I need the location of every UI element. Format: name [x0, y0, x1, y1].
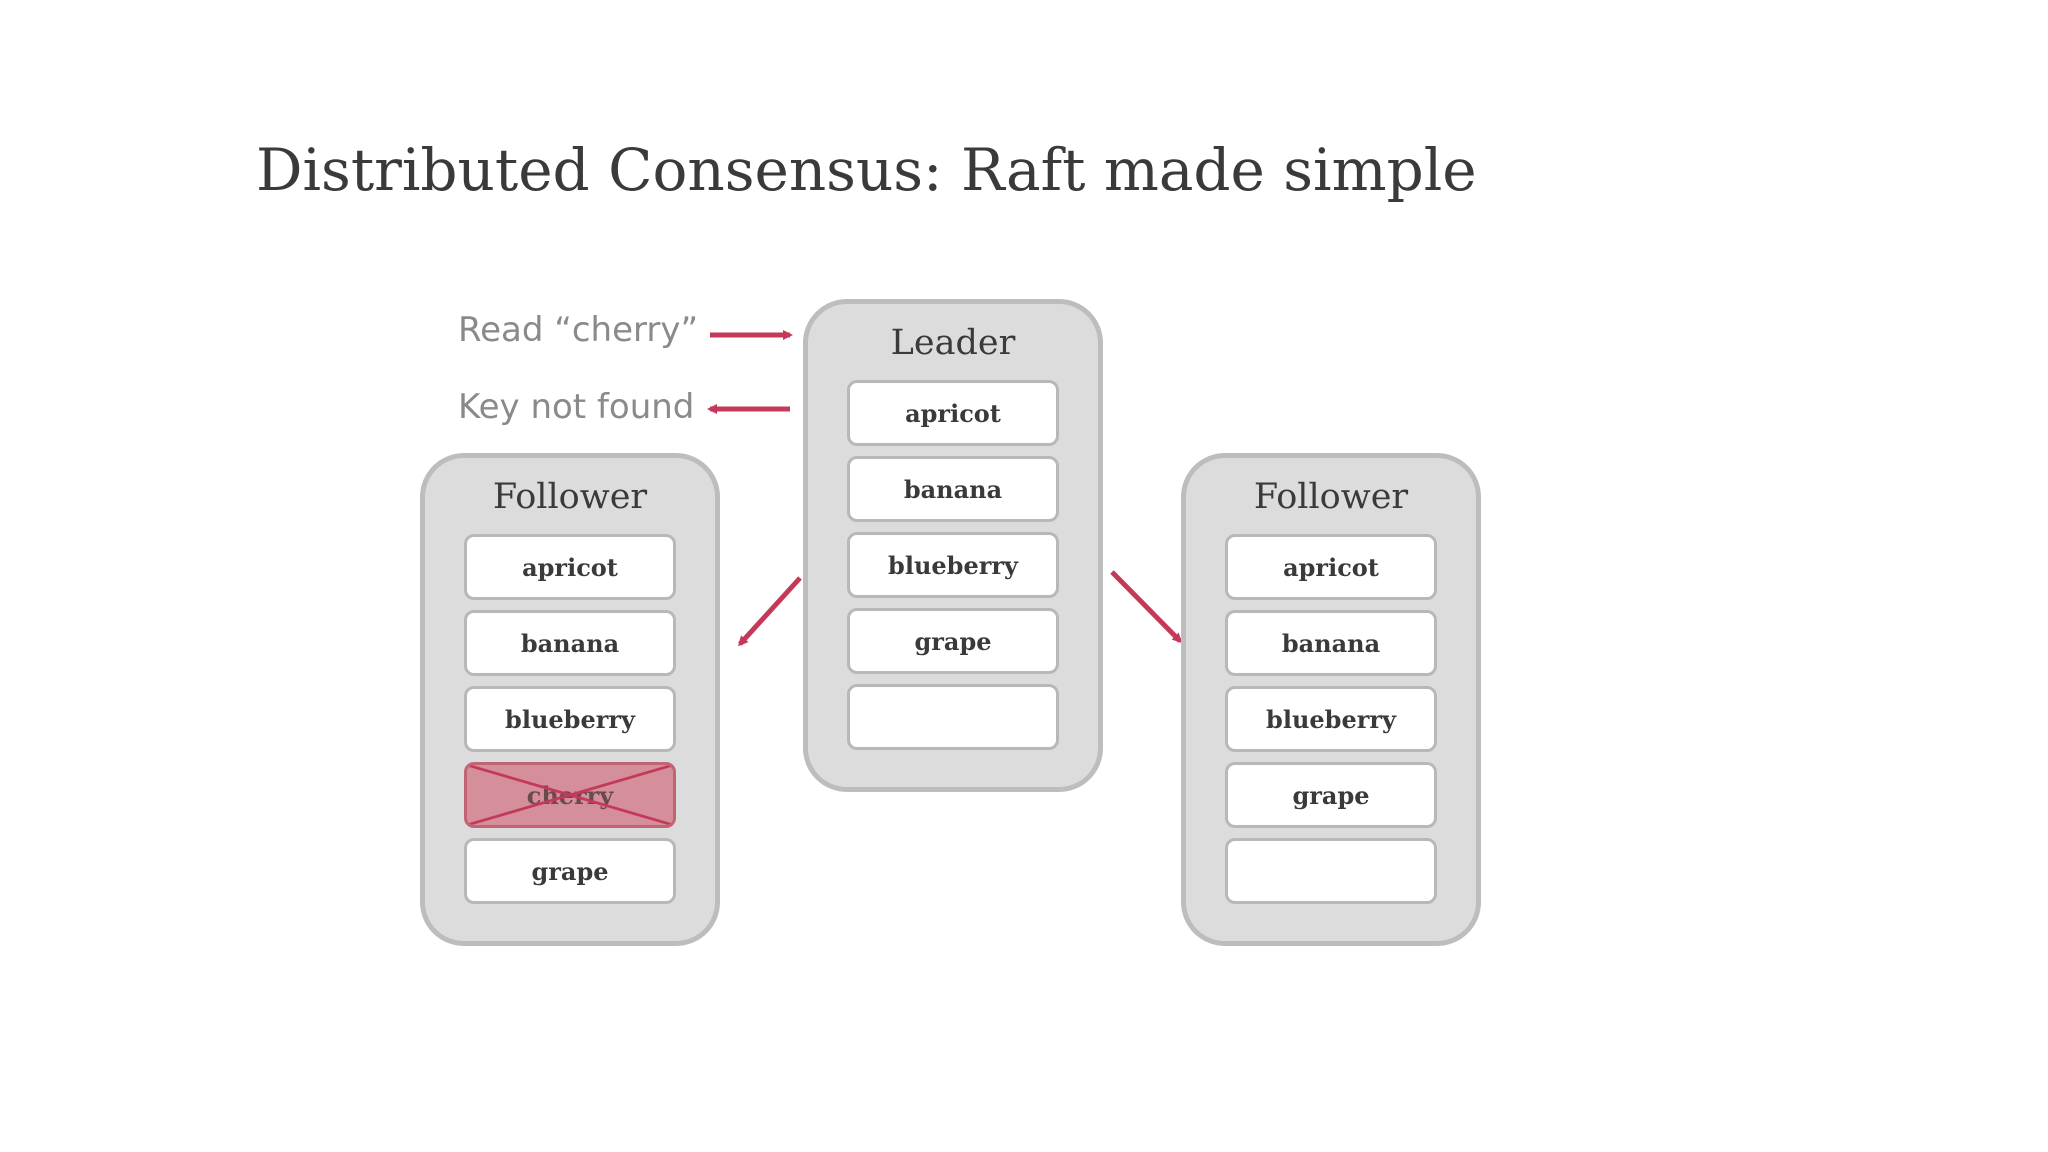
deleted-log-entry: cherry [464, 762, 676, 828]
follower-right-log: apricot banana blueberry grape [1186, 534, 1476, 914]
log-entry: grape [1225, 762, 1437, 828]
log-entry: apricot [1225, 534, 1437, 600]
read-request-label: Read “cherry” [458, 310, 699, 350]
log-entry: grape [464, 838, 676, 904]
empty-log-entry [847, 684, 1059, 750]
cross-out-icon [467, 765, 673, 825]
follower-node-left: Follower apricot banana blueberry cherry… [420, 453, 720, 946]
leader-title: Leader [890, 323, 1016, 363]
log-entry: banana [464, 610, 676, 676]
slide-title: Distributed Consensus: Raft made simple [256, 136, 1477, 204]
follower-node-right: Follower apricot banana blueberry grape [1181, 453, 1481, 946]
follower-left-log: apricot banana blueberry cherry grape [425, 534, 715, 914]
leader-node: Leader apricot banana blueberry grape [803, 299, 1103, 792]
log-entry: blueberry [847, 532, 1059, 598]
log-entry: blueberry [1225, 686, 1437, 752]
replicate-left-arrow [737, 576, 802, 647]
log-entry: apricot [464, 534, 676, 600]
log-entry: apricot [847, 380, 1059, 446]
replicate-right-arrow [1110, 570, 1183, 644]
empty-log-entry [1225, 838, 1437, 904]
log-entry: grape [847, 608, 1059, 674]
follower-title: Follower [492, 477, 648, 517]
log-entry: banana [847, 456, 1059, 522]
follower-title: Follower [1253, 477, 1409, 517]
key-not-found-label: Key not found [458, 387, 695, 427]
log-entry: banana [1225, 610, 1437, 676]
log-entry: blueberry [464, 686, 676, 752]
leader-log: apricot banana blueberry grape [808, 380, 1098, 760]
